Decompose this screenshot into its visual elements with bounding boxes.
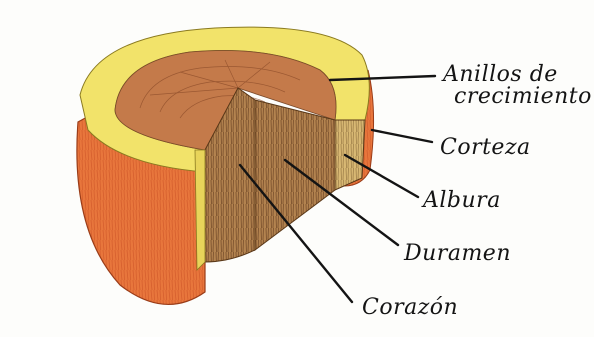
label-corteza: Corteza [440,137,531,159]
cut-face-right [255,100,335,250]
label-anillos-line2: crecimiento [454,86,592,108]
label-corazon: Corazón [362,297,458,319]
label-duramen: Duramen [404,243,511,265]
label-albura: Albura [423,190,501,212]
label-anillos-line1: Anillos de [443,64,558,86]
sapwood-strip-left [195,150,205,270]
leader-corteza [372,130,432,142]
